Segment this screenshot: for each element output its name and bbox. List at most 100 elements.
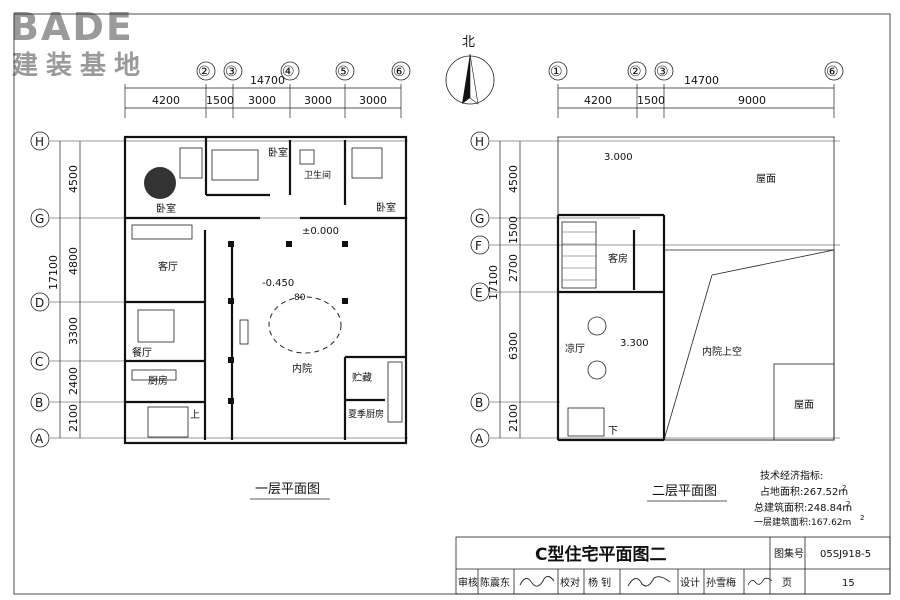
- logo-brand: BADE: [10, 6, 134, 49]
- plan1-room-kitchen: 厨房: [148, 374, 168, 387]
- plan1-caption: 一层平面图: [255, 482, 320, 497]
- plan1-vdim-2: 4800: [67, 247, 80, 275]
- plan1-room-storage: 贮藏: [352, 371, 372, 384]
- plan1-row-c: C: [35, 355, 43, 369]
- plan1-dim-3: 3000: [248, 94, 276, 107]
- stats-total-area: 总建筑面积:248.84m: [754, 501, 852, 514]
- plan1-room-bath: 卫生间: [304, 169, 331, 181]
- plan2-row-markers: H G F E B A: [470, 131, 490, 448]
- plan2-room-cool-hall: 凉厅: [565, 342, 585, 355]
- plan2-vdim-4: 6300: [507, 332, 520, 360]
- stats-land-area: 占地面积:267.52m: [760, 485, 848, 498]
- plan2-row-g: G: [475, 212, 484, 226]
- plan2-elev-2: 3.300: [620, 338, 649, 349]
- north-arrow: 北: [445, 35, 495, 105]
- plan1-dim-2: 1500: [206, 94, 234, 107]
- plan1-col-6: ⑥: [393, 64, 406, 80]
- title-block-checker: 杨 钊: [588, 576, 611, 589]
- plan2-room-guest: 客房: [608, 252, 628, 265]
- plan2-vdim-2: 1500: [507, 216, 520, 244]
- plan1-room-dining: 餐厅: [132, 346, 152, 359]
- plan2-roof-outline: [557, 136, 835, 441]
- plan2-row-h: H: [475, 135, 484, 149]
- plan2-row-f: F: [475, 239, 482, 253]
- plan2-dim-3: 9000: [738, 94, 766, 107]
- title-block-atlas-no: 05SJ918-5: [820, 549, 871, 560]
- plan1-col-2: ②: [198, 64, 211, 80]
- plan2-caption: 二层平面图: [652, 484, 717, 499]
- plan1-vdim-1: 4500: [67, 165, 80, 193]
- reviewer-signature: [519, 576, 555, 587]
- plan1-outer-wall: [123, 135, 408, 445]
- plan2-col-3: ③: [656, 64, 669, 80]
- plan-first-floor: ② ③ ④ ⑤ ⑥ 14700 4200 1500 3000 3000 3000…: [30, 61, 411, 500]
- plan1-room-bed-n: 卧室: [268, 146, 288, 159]
- plan1-row-markers: H G D C B A: [30, 131, 50, 448]
- plan2-room-roof-1: 屋面: [756, 173, 776, 185]
- plan1-row-h: H: [35, 135, 44, 149]
- bade-logo: BADE 建装基地: [8, 6, 168, 76]
- title-block-review-label: 审核: [458, 576, 478, 589]
- stats-title: 技术经济指标:: [760, 469, 823, 482]
- plan2-stair-down: 下: [608, 426, 618, 437]
- plan2-col-1: ①: [550, 64, 563, 80]
- plan1-elev-num: 80: [294, 293, 306, 303]
- north-label: 北: [462, 35, 475, 50]
- plan1-dim-1: 4200: [152, 94, 180, 107]
- plan1-vdim-5: 2100: [67, 404, 80, 432]
- plan1-total-vert: 17100: [47, 255, 60, 290]
- sheet-frame: [13, 13, 891, 595]
- title-block-atlas-label: 图集号: [774, 547, 804, 560]
- plan2-vdim-5: 2100: [507, 404, 520, 432]
- plan1-dim-5: 3000: [359, 94, 387, 107]
- plan1-col-4: ④: [282, 64, 295, 80]
- plan1-room-bed-nw: 卧室: [156, 202, 176, 215]
- plan1-room-bed-ne: 卧室: [376, 201, 396, 214]
- plan2-col-6: ⑥: [826, 64, 839, 80]
- title-block-page-label: 页: [782, 577, 792, 589]
- plan2-room-courtyard-void: 内院上空: [702, 345, 742, 358]
- plan2-dim-2: 1500: [637, 94, 665, 107]
- title-block: C型住宅平面图二 图集号 05SJ918-5 审核 陈震东 校对 杨 钊 设计 …: [455, 536, 891, 595]
- logo-subtitle: 建装基地: [12, 51, 148, 76]
- plan1-dim-4: 3000: [304, 94, 332, 107]
- plan2-vdim-1: 4500: [507, 165, 520, 193]
- plan1-row-g: G: [35, 212, 44, 226]
- plan2-col-markers: ① ② ③ ⑥: [548, 61, 844, 81]
- plan1-room-summer-kitchen: 夏季厨房: [348, 408, 384, 420]
- plan2-elev-1: 3.000: [604, 152, 633, 163]
- plan1-vdim-4: 2400: [67, 367, 80, 395]
- checker-signature: [627, 576, 671, 587]
- plan1-row-b: B: [35, 396, 43, 410]
- plan1-furniture: [131, 147, 403, 438]
- plan2-hatched-area: [561, 221, 597, 289]
- title-block-design-label: 设计: [680, 576, 700, 589]
- plan2-stair: [567, 407, 605, 437]
- plan1-elev-1: ±0.000: [302, 226, 339, 237]
- stats-land-sup: 2: [842, 484, 846, 492]
- plan1-courtyard-pattern: [268, 296, 342, 354]
- stats-first-sup: 2: [860, 514, 864, 522]
- title-block-designer: 孙雪梅: [706, 576, 736, 589]
- plan2-row-a: A: [475, 432, 484, 446]
- plan1-room-courtyard: 内院: [292, 362, 312, 375]
- plan-second-floor: ① ② ③ ⑥ 14700 4200 1500 9000 H G F E B A: [470, 61, 844, 502]
- plan2-total-vert: 17100: [487, 265, 500, 300]
- title-block-reviewer: 陈震东: [480, 576, 510, 589]
- title-block-check-label: 校对: [560, 576, 580, 589]
- designer-signature: [747, 577, 773, 586]
- plan2-tables: [587, 316, 607, 380]
- plan2-row-e: E: [475, 286, 483, 300]
- plan1-vdim-3: 3300: [67, 317, 80, 345]
- plan1-total-dim: 14700: [250, 74, 285, 87]
- plan1-room-living: 客厅: [158, 260, 178, 273]
- title-block-page-no: 15: [842, 578, 855, 589]
- plan1-col-5: ⑤: [337, 64, 350, 80]
- stats-first-area: 一层建筑面积:167.62m: [754, 516, 851, 528]
- plan2-total-dim: 14700: [684, 74, 719, 87]
- stats-total-sup: 2: [846, 500, 850, 508]
- title-block-title: C型住宅平面图二: [535, 544, 666, 565]
- plan1-row-d: D: [35, 296, 44, 310]
- plan2-col-2: ②: [629, 64, 642, 80]
